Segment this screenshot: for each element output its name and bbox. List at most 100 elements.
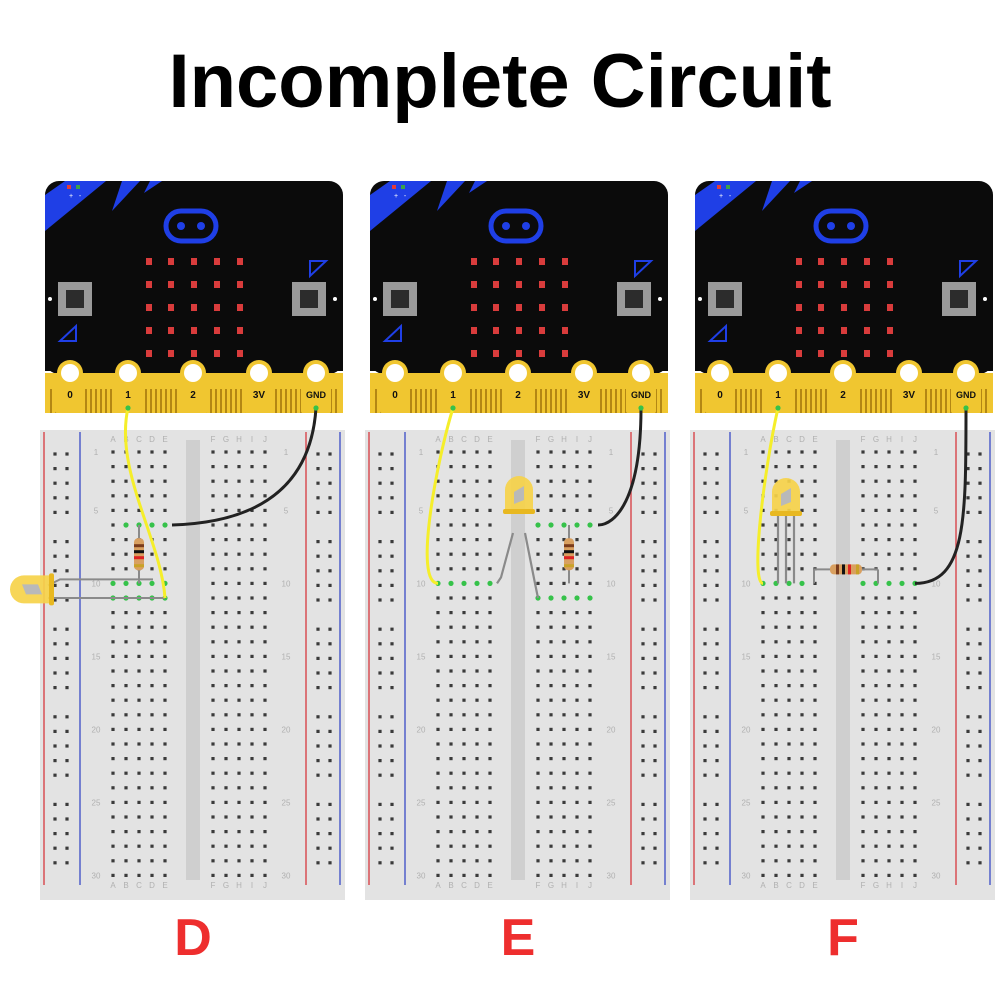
- hole: [787, 844, 791, 848]
- hole: [774, 713, 778, 717]
- hole: [211, 450, 215, 454]
- hole: [211, 523, 215, 527]
- rail-hole: [328, 686, 332, 690]
- hole: [462, 508, 466, 512]
- hole: [224, 859, 228, 863]
- hole: [124, 479, 128, 483]
- led-yellow: [503, 476, 535, 514]
- hole: [761, 669, 765, 673]
- hole: [588, 771, 592, 775]
- edge-finger: [490, 389, 492, 413]
- hole: [224, 698, 228, 702]
- rail-hole: [653, 467, 657, 471]
- hole: [900, 494, 904, 498]
- hole: [124, 654, 128, 658]
- rail-hole: [328, 832, 332, 836]
- rail-hole: [703, 467, 707, 471]
- rail-hole: [378, 802, 382, 806]
- pin-label-2: 2: [515, 390, 521, 401]
- hole: [150, 873, 154, 877]
- hole: [774, 450, 778, 454]
- hole: [588, 538, 592, 542]
- edge-finger: [170, 389, 172, 413]
- column-letter: G: [548, 881, 554, 890]
- hole: [462, 567, 466, 571]
- hole: [588, 859, 592, 863]
- hole: [488, 523, 492, 527]
- rail-hole: [653, 832, 657, 836]
- hole: [787, 727, 791, 731]
- hole: [536, 757, 540, 761]
- connection-highlight: [561, 595, 567, 601]
- logo-mark: +: [719, 193, 723, 200]
- column-letter: B: [773, 881, 778, 890]
- hole: [124, 873, 128, 877]
- hole: [449, 771, 453, 775]
- rail-hole: [316, 773, 320, 777]
- hole: [761, 552, 765, 556]
- hole: [861, 830, 865, 834]
- hole: [163, 727, 167, 731]
- matrix-led: [516, 281, 522, 288]
- edge-finger: [290, 389, 292, 413]
- rail-hole: [978, 452, 982, 456]
- hole: [250, 684, 254, 688]
- rail-hole: [653, 802, 657, 806]
- hole: [913, 538, 917, 542]
- resistor-band: [842, 564, 845, 575]
- hole: [449, 727, 453, 731]
- hole: [163, 859, 167, 863]
- hole: [449, 450, 453, 454]
- hole: [137, 873, 141, 877]
- hole: [575, 727, 579, 731]
- hole: [774, 567, 778, 571]
- hole: [211, 684, 215, 688]
- hole: [913, 800, 917, 804]
- hole: [787, 742, 791, 746]
- hole: [475, 494, 479, 498]
- button-a-cap: [66, 290, 84, 308]
- hole: [462, 523, 466, 527]
- hole: [237, 830, 241, 834]
- rail-hole: [53, 773, 57, 777]
- row-number: 25: [282, 798, 291, 807]
- matrix-led: [191, 350, 197, 357]
- hole: [488, 494, 492, 498]
- hole: [237, 684, 241, 688]
- hole: [887, 508, 891, 512]
- edge-finger: [985, 389, 987, 413]
- hole: [562, 844, 566, 848]
- hole: [549, 640, 553, 644]
- hole: [250, 654, 254, 658]
- rail-hole: [378, 583, 382, 587]
- hole: [449, 479, 453, 483]
- rail-hole: [328, 715, 332, 719]
- edge-finger: [810, 389, 812, 413]
- hole: [575, 786, 579, 790]
- panel-label-e: E: [500, 909, 536, 967]
- hole: [250, 844, 254, 848]
- hole: [549, 508, 553, 512]
- hole: [575, 450, 579, 454]
- hole: [137, 611, 141, 615]
- hole: [150, 450, 154, 454]
- hole: [124, 567, 128, 571]
- led-flange: [49, 573, 54, 606]
- rail-hole: [653, 671, 657, 675]
- microbit-triangle-mark: [634, 260, 654, 279]
- hole: [137, 698, 141, 702]
- hole: [575, 698, 579, 702]
- hole: [549, 859, 553, 863]
- rail-hole: [978, 554, 982, 558]
- hole: [787, 611, 791, 615]
- hole: [475, 538, 479, 542]
- hole: [475, 684, 479, 688]
- hole: [549, 581, 553, 585]
- matrix-led: [214, 327, 220, 334]
- hole: [861, 757, 865, 761]
- hole: [887, 771, 891, 775]
- led-matrix: [471, 258, 568, 357]
- hole: [488, 538, 492, 542]
- rail-hole: [316, 802, 320, 806]
- row-number: 15: [282, 652, 291, 661]
